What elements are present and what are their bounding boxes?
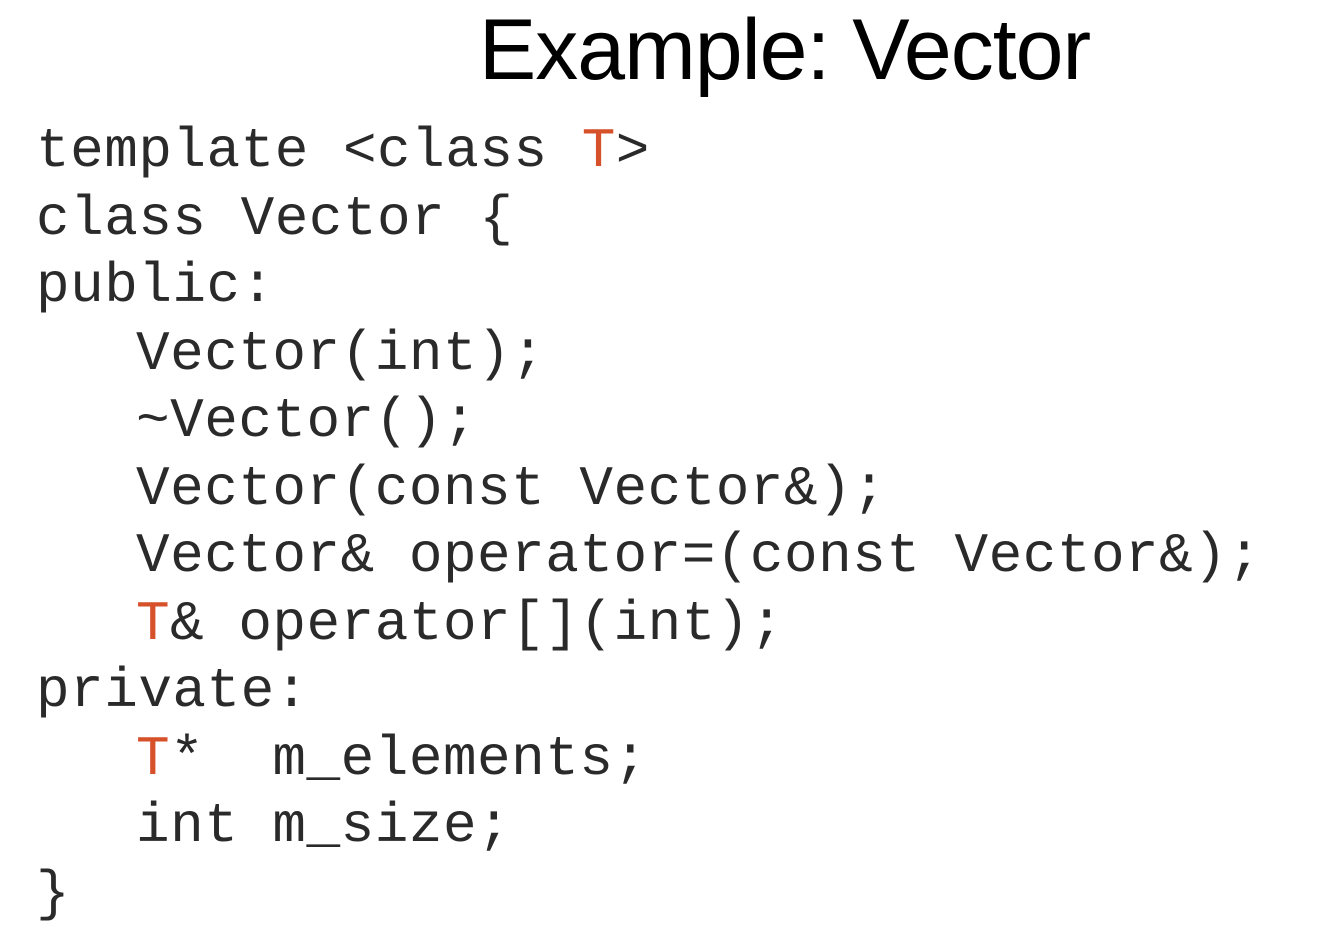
code-block: template <class T>class Vector {public:V… — [36, 118, 1261, 928]
code-line: Vector& operator=(const Vector&); — [36, 523, 1261, 591]
code-text: public: — [36, 254, 275, 318]
code-text: class Vector { — [36, 187, 513, 251]
code-text: int m_size; — [136, 794, 511, 858]
code-text: } — [36, 862, 70, 926]
code-line: T& operator[](int); — [36, 591, 1261, 659]
code-line: T* m_elements; — [36, 726, 1261, 794]
type-parameter: T — [136, 592, 170, 656]
code-text: * m_elements; — [170, 727, 647, 791]
type-parameter: T — [136, 727, 170, 791]
type-parameter: T — [582, 119, 616, 183]
code-line: private: — [36, 658, 1261, 726]
code-line: template <class T> — [36, 118, 1261, 186]
code-text: private: — [36, 659, 309, 723]
code-text: Vector(const Vector&); — [136, 457, 886, 521]
code-line: Vector(const Vector&); — [36, 456, 1261, 524]
slide-title: Example: Vector — [0, 0, 1329, 100]
code-line: class Vector { — [36, 186, 1261, 254]
code-line: int m_size; — [36, 793, 1261, 861]
code-line: public: — [36, 253, 1261, 321]
code-text: ~Vector(); — [136, 389, 477, 453]
code-line: Vector(int); — [36, 321, 1261, 389]
code-text: > — [616, 119, 650, 183]
code-text: Vector(int); — [136, 322, 545, 386]
code-line: } — [36, 861, 1261, 928]
code-text: Vector& operator=(const Vector&); — [136, 524, 1261, 588]
code-text: & operator[](int); — [170, 592, 784, 656]
code-line: ~Vector(); — [36, 388, 1261, 456]
code-text: template <class — [36, 119, 582, 183]
